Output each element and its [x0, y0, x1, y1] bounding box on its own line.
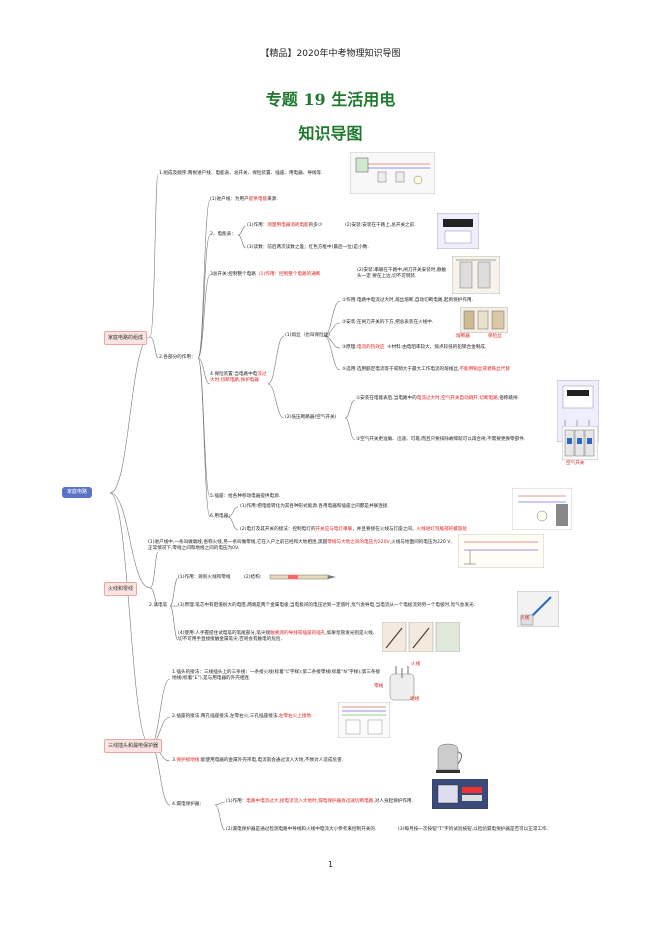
- node-live-neutral: (1)进户线中,一条叫做端线,俗称火线,另一条叫做零线,它在入户之前已经和大地相…: [148, 540, 452, 551]
- node-pen-principle: (3)原理:笔芯中有阻值很大的电阻,两端是两个金属电极,当电极间的电压达到一定值…: [178, 603, 476, 608]
- connector: [344, 399, 356, 419]
- connector: [149, 173, 159, 338]
- connector: [149, 744, 171, 806]
- node-meter: 2．电能表：: [210, 232, 236, 237]
- live-neutral-diagram: [458, 534, 544, 568]
- connector: [197, 274, 211, 359]
- connector: [197, 357, 211, 518]
- pen-test-socket-image: [517, 591, 559, 627]
- node-main-switch: 3总开关:控制整个电路 (1)作用：控制整个电路的通断: [210, 272, 321, 277]
- connector: [197, 357, 211, 385]
- node-meter-reading: (3)读数：前后两次读数之差；红色方框中(最后一位)是小数.: [247, 245, 369, 250]
- node-meter-install: (2)安装:安装在干路上,总开关之前.: [345, 223, 416, 228]
- node-fuse-device: 4.保险装置:当电路中电流过大时,切断电路,保护电器: [210, 372, 267, 383]
- connector: [109, 492, 151, 746]
- connector: [323, 335, 341, 371]
- kettle-image: [436, 743, 462, 773]
- node-socket-wiring: 2.插座的接法:两孔插座接法,左零右火;三孔插座接法,左零右火上接地.: [172, 714, 313, 719]
- branch-live-wire: 火线和零线: [104, 582, 138, 596]
- connector: [227, 506, 239, 518]
- node-fuse-principle: ③原理:电流的热效应 ④材料:由电阻率较大、熔点较低的铅锑合金制成.: [342, 345, 487, 350]
- node-protector-function: (1)作用：电路中电流过大,接电流流入大地时,漏电保护器会迅速切断电路,对人身起…: [226, 799, 413, 804]
- node-pen-structure: (2)结构:: [244, 575, 262, 580]
- node-protector-principle: (2)漏电保护器是通过检测电路中导线和火线中电流大小参考来控制开关的.: [226, 827, 377, 832]
- node-appliance-function: (1)作用:把电能转化为其各种形式能源,各用电器和插座之间都是并联连接.: [240, 504, 389, 509]
- root-node: 家庭电路: [62, 487, 93, 498]
- node-functions: 2.各部分的作用：: [159, 355, 196, 360]
- node-composition: 1.组成及顺序:两根进户线、电能表、总开关、保险装置、插座、用电器、导线等.: [159, 171, 323, 176]
- connector: [214, 804, 226, 831]
- plug-live-label: 火线: [411, 662, 421, 667]
- node-lamp-switch: (2)电灯及其开关的接法：控制电灯的开关应与电灯串联，并且要接在火线与灯座之间，…: [240, 527, 468, 532]
- connector: [149, 678, 171, 746]
- node-meter-function: (1)作用：测量用电器消耗电能的多少: [247, 223, 323, 228]
- node-protector-test: (3)每月按一次按钮“T”字的试验按钮,以检验漏电保护器是否可以正常工作.: [398, 827, 549, 832]
- page-title: 专题 19 生活用电: [265, 90, 396, 109]
- node-fuse-install: ②安装:在闸刀开关的下方,把总表装在火线中.: [342, 320, 434, 325]
- pen-usage-image: [382, 622, 460, 652]
- connector: [149, 551, 159, 589]
- connector: [237, 225, 247, 236]
- fuse-image: [460, 307, 508, 333]
- node-appliance: 6.用电器：: [210, 514, 233, 519]
- circuit-diagram-image: [350, 152, 435, 194]
- node-ground-wire: 3.保护接地线:能使用电器的金属外壳带电,电流就会通过流入大地,不致对人造成危害…: [172, 758, 344, 763]
- pen-label: 火线: [520, 616, 530, 621]
- fuse-wire-label: 保险丝: [488, 334, 502, 339]
- connector: [227, 516, 239, 531]
- connector: [197, 234, 211, 359]
- page-number: 1: [327, 860, 334, 869]
- node-breaker: (2)低压断路器(空气开关): [285, 415, 337, 420]
- node-fuse-wire: (1)熔丝（也叫保险丝）: [285, 333, 333, 338]
- leakage-protector-image: [432, 779, 488, 809]
- connector: [323, 300, 341, 337]
- node-pen-function: (1)作用：辨别火线和零线: [178, 575, 231, 580]
- socket-wiring-image: [338, 702, 390, 738]
- node-breaker-install: ①安装在电能表后,当电路中的电流过大时,空气开关自动跳开,切断电路,俗称跳闸.: [356, 396, 520, 401]
- connector: [267, 383, 285, 419]
- plug-ground-label: 地线: [410, 697, 420, 702]
- branch-plugs: 三线插头和漏电保护器: [104, 739, 163, 753]
- node-test-pen: 2.试电笔: [149, 603, 168, 608]
- connector: [149, 336, 159, 359]
- node-fuse-select: ⑤选用:选用额定电流等于或稍大于最大工作电流的熔线丝,不能用铜丝或者铁丝代替: [342, 367, 510, 372]
- breaker-label: 空气开关: [566, 461, 585, 466]
- node-plug-wiring: 1.插头的接法：三线插头上的三条线：一条接火线(标着“L”字样);第二条接零线(…: [172, 670, 381, 681]
- electric-meter-image: [437, 213, 479, 249]
- node-breaker-advantage: ②空气开关更准确、迅速、可靠,而且只要排除故障就可以再合闸,不需要更换零部件.: [356, 437, 526, 442]
- node-fuse-function: ①作用:电路中电流过大时,熔丝熔断,自动切断电路,起到保护作用.: [342, 298, 473, 303]
- fuse-label: 熔断器: [456, 334, 470, 339]
- connector: [267, 335, 285, 385]
- lamp-circuit-image: [512, 488, 572, 530]
- node-main-switch-install: (2)安装:串联在干路中,闸刀开关安装时,静触头一定 要在上边,切不可倒装.: [357, 268, 447, 279]
- connector: [149, 587, 159, 607]
- circuit-breaker-image: [562, 426, 598, 460]
- connector: [323, 322, 341, 337]
- connector: [214, 801, 226, 806]
- page-header: 【精品】2020年中考物理知识导图: [260, 49, 401, 59]
- node-service-line: (1)进户线：为用户提供电能来源.: [210, 197, 278, 202]
- connector: [344, 417, 356, 441]
- connector: [109, 336, 151, 494]
- node-socket: 5.插座：给各种移动电器提供电源.: [210, 494, 281, 499]
- page-subtitle: 知识导图: [298, 124, 363, 143]
- plug-neutral-label: 零线: [374, 684, 384, 689]
- connector: [197, 357, 211, 498]
- test-pen-structure-image: [269, 574, 336, 580]
- plug-image: [389, 666, 415, 701]
- connector: [169, 605, 179, 641]
- connector: [237, 234, 247, 249]
- node-leakage-protector: 4.漏电保护器：: [172, 802, 204, 807]
- main-switch-image: [452, 256, 500, 294]
- node-pen-usage: (4)使用:人手握提住试电笔的笔尾部分,笔尖接触要测的导线或插座的插孔,如果氖管…: [178, 631, 375, 642]
- connector: [169, 577, 179, 607]
- branch-family-circuit: 家庭电路的组成: [104, 331, 148, 345]
- connector: [109, 492, 151, 589]
